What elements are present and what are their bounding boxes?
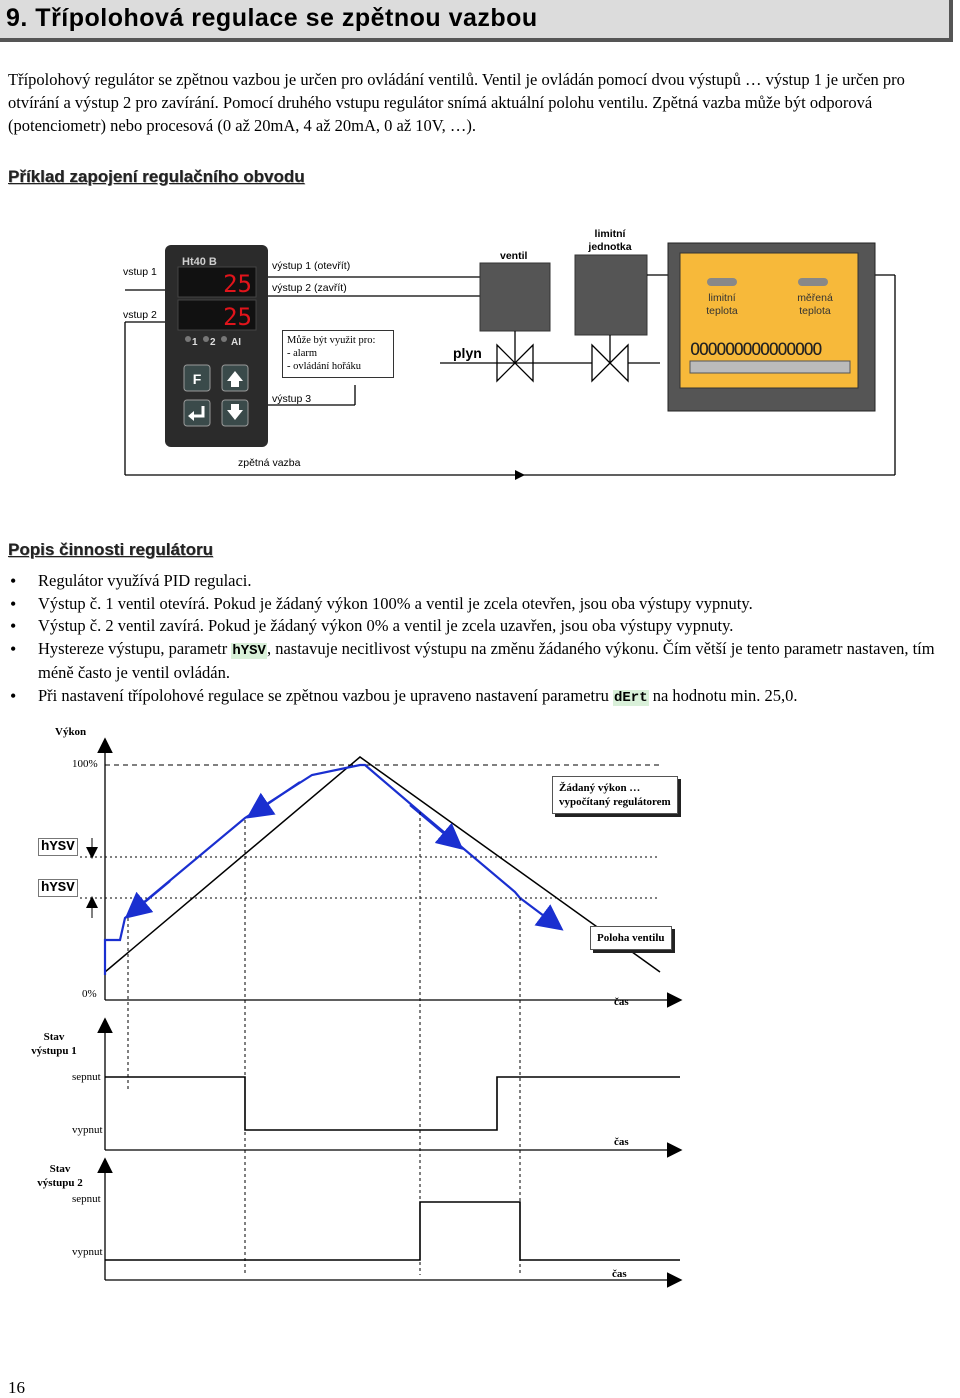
output2-label: výstup 2 (zavřít): [272, 282, 347, 294]
gas-label: plyn: [453, 345, 482, 361]
limit-unit-label: limitní jednotka: [585, 228, 635, 254]
output3-label: výstup 3: [272, 393, 312, 405]
param-dert: dErt: [613, 689, 649, 706]
valve-actuator: [479, 262, 551, 332]
limit-temp-l2: teplota: [706, 305, 738, 317]
limit-unit-label-l1: limitní: [594, 228, 626, 240]
out2-on-label: sepnut: [72, 1193, 101, 1205]
out1-off-label: vypnut: [72, 1124, 103, 1136]
bullet-5: Při nastavení třípolohové regulace se zp…: [8, 685, 948, 710]
state1-label-l1: Stav: [43, 1031, 65, 1043]
description-heading: Popis činnosti regulátoru: [8, 540, 213, 559]
out1-on-label: sepnut: [72, 1071, 101, 1083]
limit-sensor: [707, 278, 737, 286]
led2-label: 2: [210, 337, 216, 348]
bullet-5-post: na hodnotu min. 25,0.: [648, 685, 798, 705]
key-f: [183, 364, 211, 392]
key-enter: [183, 399, 211, 427]
bullet-4: Hystereze výstupu, parametr hYSV, nastav…: [8, 638, 948, 685]
led3-label: AI: [231, 337, 241, 348]
time-label-1: čas: [614, 996, 629, 1008]
burner-row: OOOOOOOOOOOOOOO: [690, 340, 822, 360]
hysv-tag-2: hYSV: [38, 879, 78, 897]
time-label-3: čas: [612, 1268, 627, 1280]
state2-label-l2: výstupu 2: [37, 1177, 83, 1189]
wiring-diagram: Ht40 B 25 25 1 2 AI F OOOOOOOOOOOOOOO: [124, 242, 896, 480]
display-bottom-frame: [177, 299, 257, 331]
key-f-label: F: [193, 371, 202, 387]
output1-label: výstup 1 (otevřít): [272, 260, 351, 272]
input2-label: vstup 2: [123, 309, 157, 321]
bullet-4-post: , nastavuje necitlivost výstupu na změnu…: [38, 638, 935, 683]
bullet-4-pre: Hystereze výstupu, parametr: [38, 638, 232, 658]
out2-signal: [105, 1201, 680, 1261]
level-100-label: 100%: [72, 758, 98, 770]
section-title-bar: [0, 0, 953, 42]
setpoint-callout-l1: Žádaný výkon …: [559, 782, 641, 794]
note-line2: - alarm: [287, 348, 318, 359]
measured-sensor: [798, 278, 828, 286]
display-top-frame: [177, 266, 257, 298]
timing-diagram: [80, 737, 683, 1288]
feedback-label: zpětná vazba: [238, 457, 301, 469]
wiring-heading: Příklad zapojení regulačního obvodu: [8, 167, 305, 186]
param-hysv: hYSV: [231, 642, 267, 659]
page-number: 16: [8, 1378, 25, 1397]
setpoint-callout-l2: vypočítaný regulátorem: [559, 796, 671, 808]
state2-label-l1: Stav: [49, 1163, 71, 1175]
bullet-5-pre: Při nastavení třípolohové regulace se zp…: [38, 685, 613, 705]
intro-paragraph: Třípolohový regulátor se zpětnou vazbou …: [8, 70, 905, 135]
feedback-arrow: [515, 470, 525, 480]
limit-unit-label-l2: jednotka: [588, 241, 632, 253]
setpoint-curve: [104, 756, 661, 973]
valve2-icon: [591, 343, 629, 383]
note-line3: - ovládání hořáku: [287, 361, 362, 372]
display-top: 25: [223, 270, 252, 298]
enter-icon: [192, 406, 205, 418]
valve-label: ventil: [500, 250, 528, 262]
limit-temp-l1: limitní: [708, 292, 736, 304]
led1-label: 1: [192, 337, 198, 348]
bullet-2: Výstup č. 1 ventil otevírá. Pokud je žád…: [8, 593, 948, 616]
level-0-label: 0%: [82, 988, 97, 1000]
state2-label: Stav výstupu 2: [34, 1162, 86, 1190]
setpoint-callout: Žádaný výkon … vypočítaný regulátorem: [552, 776, 678, 814]
display-bottom: 25: [223, 303, 252, 331]
bullet-3: Výstup č. 2 ventil zavírá. Pokud je žáda…: [8, 615, 948, 638]
out2-off-label: vypnut: [72, 1246, 103, 1258]
input1-label: vstup 1: [123, 266, 157, 278]
state1-label: Stav výstupu 1: [28, 1030, 80, 1058]
valve-position-callout: Poloha ventilu: [590, 926, 672, 950]
power-label: Výkon: [55, 726, 87, 738]
hysv-tag-1: hYSV: [38, 838, 78, 856]
burner-grate: [689, 360, 851, 374]
limit-unit: [574, 254, 648, 336]
out1-signal: [105, 1076, 680, 1131]
section-title: 9. Třípolohová regulace se zpětnou vazbo…: [6, 4, 538, 32]
bullet-1: Regulátor využívá PID regulaci.: [8, 570, 948, 593]
measured-temp-label: měřená teplota: [790, 292, 840, 318]
up-arrow-icon: [227, 371, 243, 381]
time-label-2: čas: [614, 1136, 629, 1148]
description-list: Regulátor využívá PID regulaci. Výstup č…: [8, 570, 948, 709]
note-line1: Může být využit pro:: [287, 335, 376, 346]
limit-temp-label: limitní teplota: [698, 292, 746, 318]
state1-label-l2: výstupu 1: [31, 1045, 77, 1057]
device-name: Ht40 B: [182, 256, 217, 268]
output3-note: Může být využit pro: - alarm - ovládání …: [282, 330, 394, 378]
measured-temp-l2: teplota: [799, 305, 831, 317]
measured-temp-l1: měřená: [797, 292, 833, 304]
down-arrow-icon: [227, 410, 243, 420]
